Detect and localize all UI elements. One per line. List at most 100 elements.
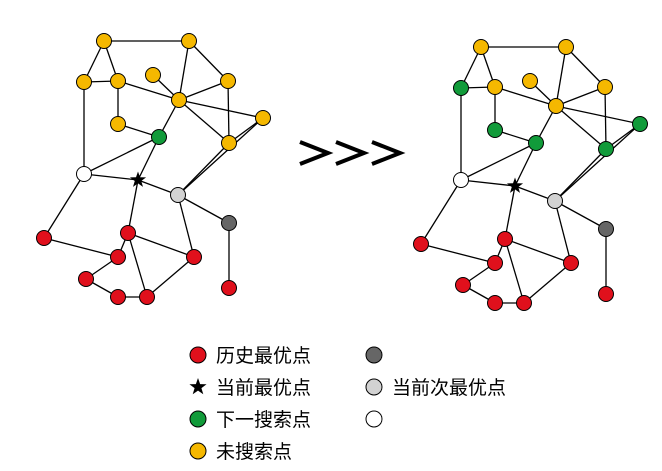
graph-node-unsearched — [96, 33, 112, 49]
graph-node-next-search — [632, 116, 648, 132]
graph-node-history-best — [413, 236, 429, 252]
graph-node-unsearched — [145, 67, 161, 83]
graph-edge — [177, 117, 264, 196]
graph-node-history-best — [487, 295, 503, 311]
graph-node-history-best — [110, 249, 126, 265]
graph-edge — [523, 262, 572, 304]
graph-node-unsearched — [548, 98, 564, 114]
graph-node-history-best — [598, 286, 614, 302]
graph-edge — [555, 105, 641, 125]
graph-edge — [565, 46, 606, 88]
graph-node-unsearched — [76, 74, 92, 90]
graph-node-next-search — [598, 141, 614, 157]
graph-edge — [420, 179, 462, 245]
graph-node-history-best — [487, 255, 503, 271]
graph-node-white — [76, 166, 92, 182]
graph-edge — [504, 238, 572, 264]
graph-edge — [554, 200, 607, 230]
current-best-star-icon — [506, 177, 524, 193]
graph-edge — [555, 105, 607, 150]
graph-node-dark-gray — [221, 215, 237, 231]
legend-marker-history-best — [189, 346, 207, 364]
graph-node-unsearched — [220, 73, 236, 89]
legend-label-next-search: 下一搜索点 — [216, 409, 311, 431]
graph-edge — [188, 40, 229, 82]
graph-edge — [178, 99, 230, 144]
triple-chevron-right-icon — [299, 140, 406, 166]
graph-node-next-search — [151, 129, 167, 145]
graph-edge — [117, 80, 180, 101]
graph-node-history-best — [221, 280, 237, 296]
graph-edge — [554, 200, 572, 264]
legend-marker-dark-gray — [365, 346, 383, 364]
graph-node-unsearched — [522, 73, 538, 89]
graph-edge — [177, 194, 195, 258]
graph-edge — [494, 86, 557, 107]
graph-edge — [43, 237, 119, 258]
graph-node-unsearched — [110, 73, 126, 89]
graph-edge — [460, 142, 537, 181]
graph-node-next-search — [453, 80, 469, 96]
graph-edge — [127, 179, 139, 234]
graph-node-unsearched — [181, 33, 197, 49]
graph-node-light-gray — [547, 193, 563, 209]
graph-edge — [555, 86, 606, 107]
graph-node-unsearched — [171, 92, 187, 108]
graph-edge — [178, 80, 229, 101]
graph-node-unsearched — [255, 110, 271, 126]
graph-node-unsearched — [558, 39, 574, 55]
graph-edge — [43, 173, 85, 239]
graph-after — [413, 39, 648, 311]
graph-edge — [177, 142, 230, 196]
graph-edge — [177, 194, 230, 224]
legend-marker-next-search — [189, 410, 207, 428]
graph-node-dark-gray — [598, 221, 614, 237]
legend-marker-current-best — [189, 378, 207, 395]
graph-edge — [178, 40, 190, 101]
graph-node-next-search — [487, 122, 503, 138]
legend-marker-white — [365, 410, 383, 428]
graph-node-unsearched — [110, 116, 126, 132]
legend-label-current-best: 当前最优点 — [216, 377, 311, 399]
graph-node-history-best — [78, 271, 94, 287]
graph-edge — [127, 232, 148, 298]
graph-edge — [420, 243, 496, 264]
graph-node-light-gray — [170, 187, 186, 203]
legend-label-current-second-best: 当前次最优点 — [392, 377, 506, 399]
graph-edge — [127, 232, 195, 258]
graph-node-history-best — [120, 225, 136, 241]
graph-node-next-search — [528, 135, 544, 151]
graph-edge — [227, 80, 230, 144]
graph-node-history-best — [563, 255, 579, 271]
graph-node-history-best — [110, 289, 126, 305]
graph-node-unsearched — [221, 135, 237, 151]
current-best-star-icon — [129, 171, 147, 187]
graph-node-history-best — [36, 230, 52, 246]
graph-node-history-best — [497, 231, 513, 247]
graph-node-unsearched — [487, 79, 503, 95]
legend-marker-unsearched — [189, 442, 207, 460]
graph-before — [36, 33, 271, 305]
legend: 历史最优点 当前最优点 下一搜索点 未搜索点 当前次最优点 — [189, 345, 506, 463]
legend-label-unsearched: 未搜索点 — [216, 441, 292, 463]
graph-edge — [504, 185, 516, 240]
graph-edge — [460, 179, 516, 187]
graph-node-unsearched — [597, 79, 613, 95]
graph-node-unsearched — [473, 39, 489, 55]
graph-node-history-best — [516, 295, 532, 311]
graph-edge — [554, 123, 641, 202]
graph-edge — [604, 86, 607, 150]
graph-node-history-best — [139, 289, 155, 305]
graph-node-white — [453, 172, 469, 188]
graph-edge — [83, 173, 139, 181]
graph-edge — [178, 99, 264, 119]
graph-node-history-best — [455, 277, 471, 293]
legend-label-history-best: 历史最优点 — [216, 345, 311, 367]
graph-edge — [83, 136, 160, 175]
legend-marker-current-second-best — [365, 378, 383, 396]
graph-edge — [504, 238, 525, 304]
graph-node-history-best — [186, 249, 202, 265]
graph-edge — [554, 148, 607, 202]
graph-edge — [555, 46, 567, 107]
